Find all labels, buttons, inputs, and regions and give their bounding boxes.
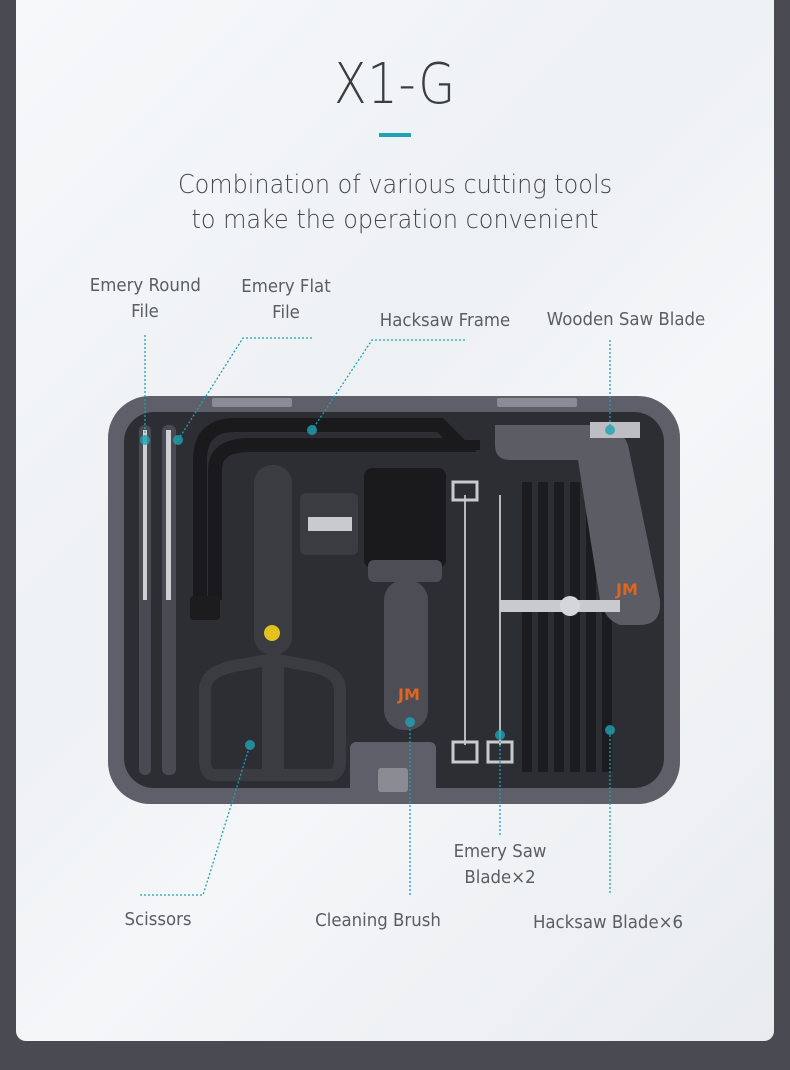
svg-text:JM: JM	[397, 685, 420, 704]
leader-lines	[140, 335, 611, 896]
label-emery-saw-blade: Emery Saw Blade×2	[445, 839, 555, 891]
product-subtitle: Combination of various cutting tools to …	[0, 168, 790, 238]
svg-text:JM: JM	[615, 580, 638, 599]
label-wooden-saw-blade: Wooden Saw Blade	[546, 309, 706, 330]
label-emery-round-file: Emery Round File	[89, 273, 201, 325]
label-line: File	[272, 302, 300, 323]
label-line: Blade×2	[464, 867, 536, 888]
title-accent-bar	[379, 133, 411, 137]
label-scissors: Scissors	[124, 909, 192, 930]
wooden-saw-handle	[495, 425, 661, 625]
hacksaw-frame	[193, 418, 477, 610]
label-cleaning-brush: Cleaning Brush	[315, 910, 441, 931]
case-latch	[497, 398, 577, 407]
subtitle-line-2: to make the operation convenient	[191, 205, 599, 235]
case-latch	[212, 398, 292, 407]
label-hacksaw-blade: Hacksaw Blade×6	[532, 912, 684, 933]
label-hacksaw-frame: Hacksaw Frame	[379, 310, 511, 331]
marker-dots	[140, 425, 615, 750]
cleaning-brush	[364, 468, 446, 568]
subtitle-line-1: Combination of various cutting tools	[177, 170, 613, 200]
hacksaw-blades	[522, 482, 612, 772]
label-line: File	[131, 301, 159, 322]
scissors	[254, 465, 292, 655]
label-emery-flat-file: Emery Flat File	[231, 274, 341, 326]
label-line: Emery Saw	[453, 841, 547, 862]
label-line: Emery Flat	[241, 276, 331, 297]
label-line: Emery Round	[89, 275, 201, 296]
product-title: X1-G	[333, 52, 457, 117]
